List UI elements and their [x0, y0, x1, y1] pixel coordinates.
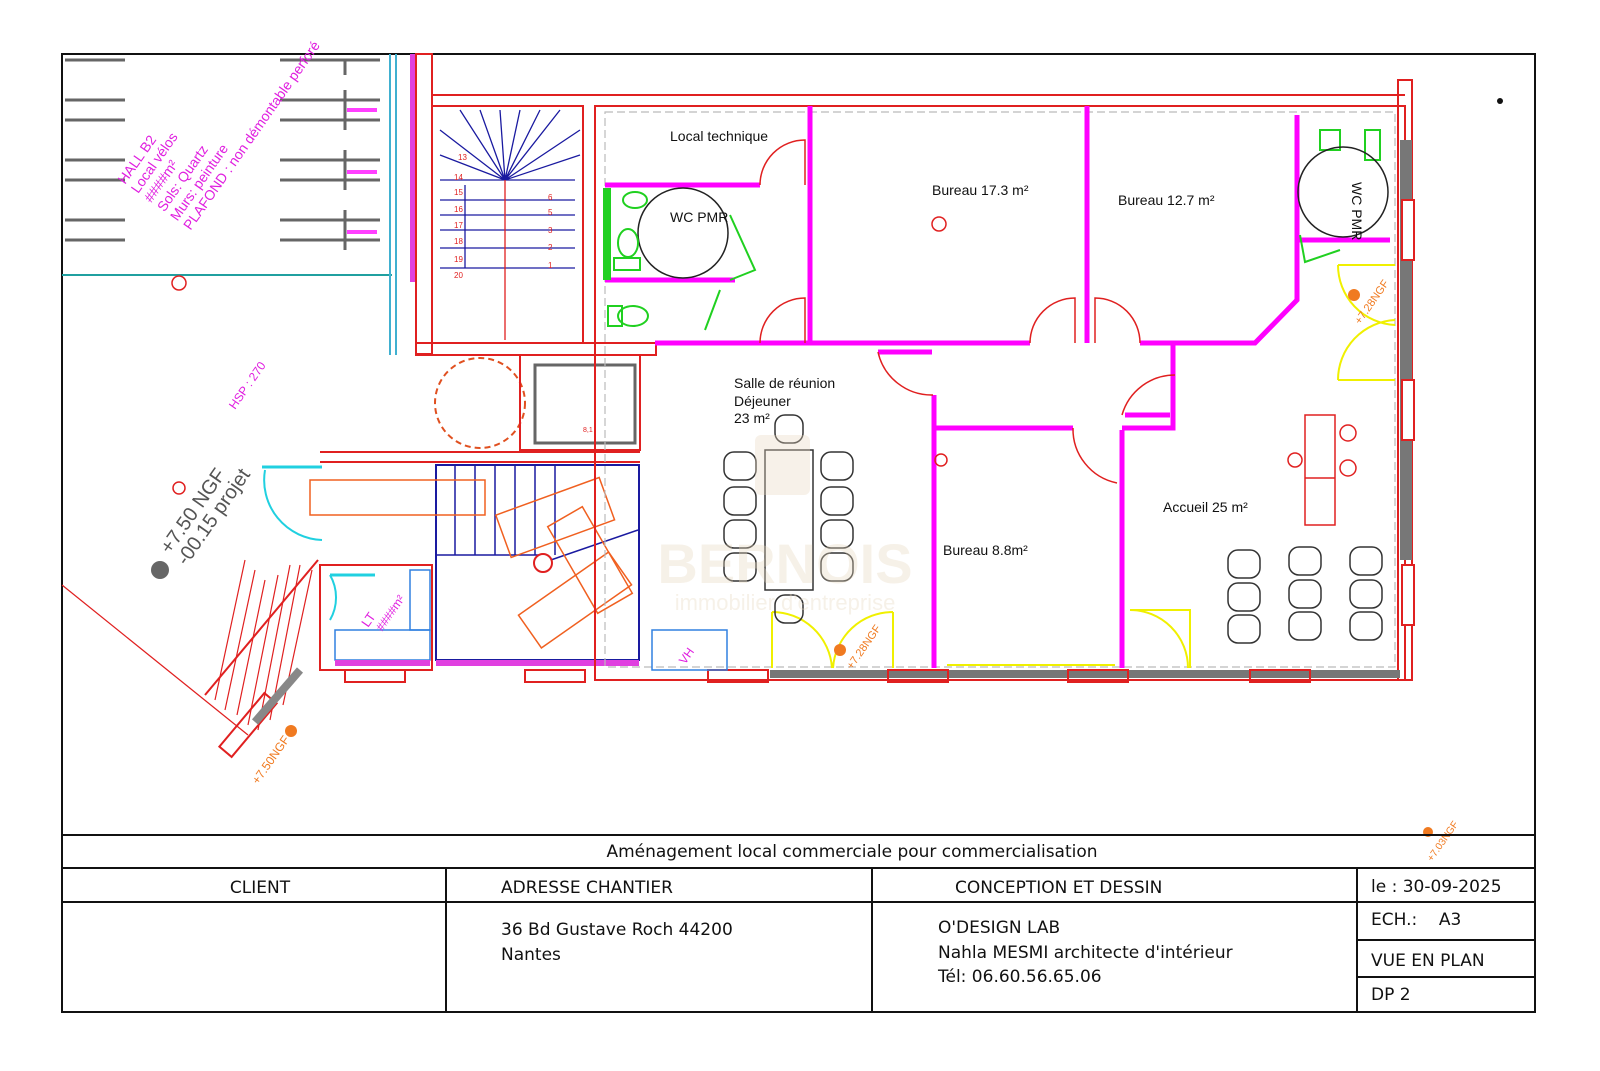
- svg-text:3: 3: [548, 226, 553, 235]
- room-bureau-17: Bureau 17.3 m²: [932, 182, 1029, 198]
- entrance: +7.50 NGF -00.15 projet +7.50NGF: [61, 464, 323, 787]
- sheet-frame: [61, 53, 1536, 1013]
- svg-text:16: 16: [454, 205, 463, 214]
- svg-text:CLIENT: CLIENT: [230, 878, 291, 898]
- svg-text:Nahla MESMI architecte d'intér: Nahla MESMI architecte d'intérieur: [938, 943, 1233, 963]
- svg-text:ADRESSE CHANTIER: ADRESSE CHANTIER: [501, 878, 673, 898]
- svg-text:2: 2: [548, 243, 553, 252]
- level-marker: +7.50 NGF -00.15 projet: [156, 464, 255, 569]
- svg-text:VUE EN PLAN: VUE EN PLAN: [1371, 951, 1485, 971]
- svg-text:6: 6: [548, 193, 553, 202]
- svg-text:1: 1: [548, 261, 553, 270]
- svg-text:DP 2: DP 2: [1371, 985, 1411, 1005]
- drawing-date: le : 30-09-2025: [1371, 877, 1502, 897]
- watermark: BERNOIS immobilier d'entreprise: [657, 435, 913, 615]
- svg-text:19: 19: [454, 255, 463, 264]
- project-title: Aménagement local commerciale pour comme…: [606, 842, 1097, 862]
- hsp-label: HSP : 270: [226, 359, 269, 412]
- room-labels: Bureau 17.3 m² Bureau 12.7 m² Bureau 8.8…: [734, 182, 1248, 558]
- doors: [759, 139, 1396, 669]
- wc-area: Local technique WC PMR WC PMR: [603, 128, 1389, 331]
- svg-text:Local technique: Local technique: [670, 128, 768, 144]
- svg-text:BERNOIS: BERNOIS: [657, 532, 912, 595]
- svg-text:O'DESIGN LAB: O'DESIGN LAB: [938, 918, 1060, 938]
- svg-text:36 Bd Gustave Roch 44200: 36 Bd Gustave Roch 44200: [501, 920, 733, 940]
- room-bureau-8: Bureau 8.8m²: [943, 542, 1028, 558]
- svg-text:20: 20: [454, 271, 463, 280]
- svg-text:18: 18: [454, 237, 463, 246]
- building-walls: [344, 79, 1415, 683]
- title-block: [62, 834, 1535, 1012]
- stair-bottom: [309, 464, 640, 666]
- svg-text:WC PMR: WC PMR: [670, 209, 728, 225]
- room-bureau-12: Bureau 12.7 m²: [1118, 192, 1215, 208]
- svg-text:Nantes: Nantes: [501, 945, 561, 965]
- svg-text:5: 5: [548, 208, 553, 217]
- hall-b2-label: HALL B2 Local vélos ####m² Sols: Quartz …: [114, 38, 323, 233]
- lift: 8,1: [320, 354, 641, 463]
- svg-text:14: 14: [454, 173, 463, 182]
- room-accueil: Accueil 25 m²: [1163, 499, 1248, 515]
- bike-racks-left: [65, 58, 380, 250]
- svg-text:CONCEPTION ET DESSIN: CONCEPTION ET DESSIN: [955, 878, 1162, 898]
- stair-top: 13 14 15 16 17 18 19 20 6 5 3 2 1: [415, 105, 657, 356]
- bike-hall: HALL B2 Local vélos ####m² Sols: Quartz …: [62, 38, 433, 412]
- furniture: [723, 414, 1383, 644]
- lt-room: LT ####m²: [319, 564, 433, 671]
- svg-text:WC PMR: WC PMR: [1349, 182, 1365, 240]
- svg-text:Déjeuner: Déjeuner: [734, 393, 791, 409]
- room-salle-reunion: Salle de réunion: [734, 375, 835, 391]
- title-block-text: Aménagement local commerciale pour comme…: [230, 842, 1502, 1005]
- svg-text:23 m²: 23 m²: [734, 410, 770, 426]
- svg-text:+7.50NGF: +7.50NGF: [249, 733, 292, 787]
- svg-text:VH: VH: [676, 645, 697, 667]
- svg-text:15: 15: [454, 188, 463, 197]
- svg-text:8,1: 8,1: [583, 427, 593, 434]
- svg-text:+7.03NGF: +7.03NGF: [1425, 819, 1461, 863]
- svg-text:####m²: ####m²: [373, 592, 408, 633]
- svg-text:Tél: 06.60.56.65.06: Tél: 06.60.56.65.06: [937, 967, 1102, 987]
- svg-text:ECH.: A3: ECH.: A3: [1371, 910, 1461, 930]
- svg-text:17: 17: [454, 221, 463, 230]
- svg-text:immobilier d'entreprise: immobilier d'entreprise: [675, 590, 896, 615]
- svg-text:PLAFOND : non démontable perfo: PLAFOND : non démontable perforé: [180, 38, 323, 233]
- svg-text:13: 13: [458, 153, 467, 162]
